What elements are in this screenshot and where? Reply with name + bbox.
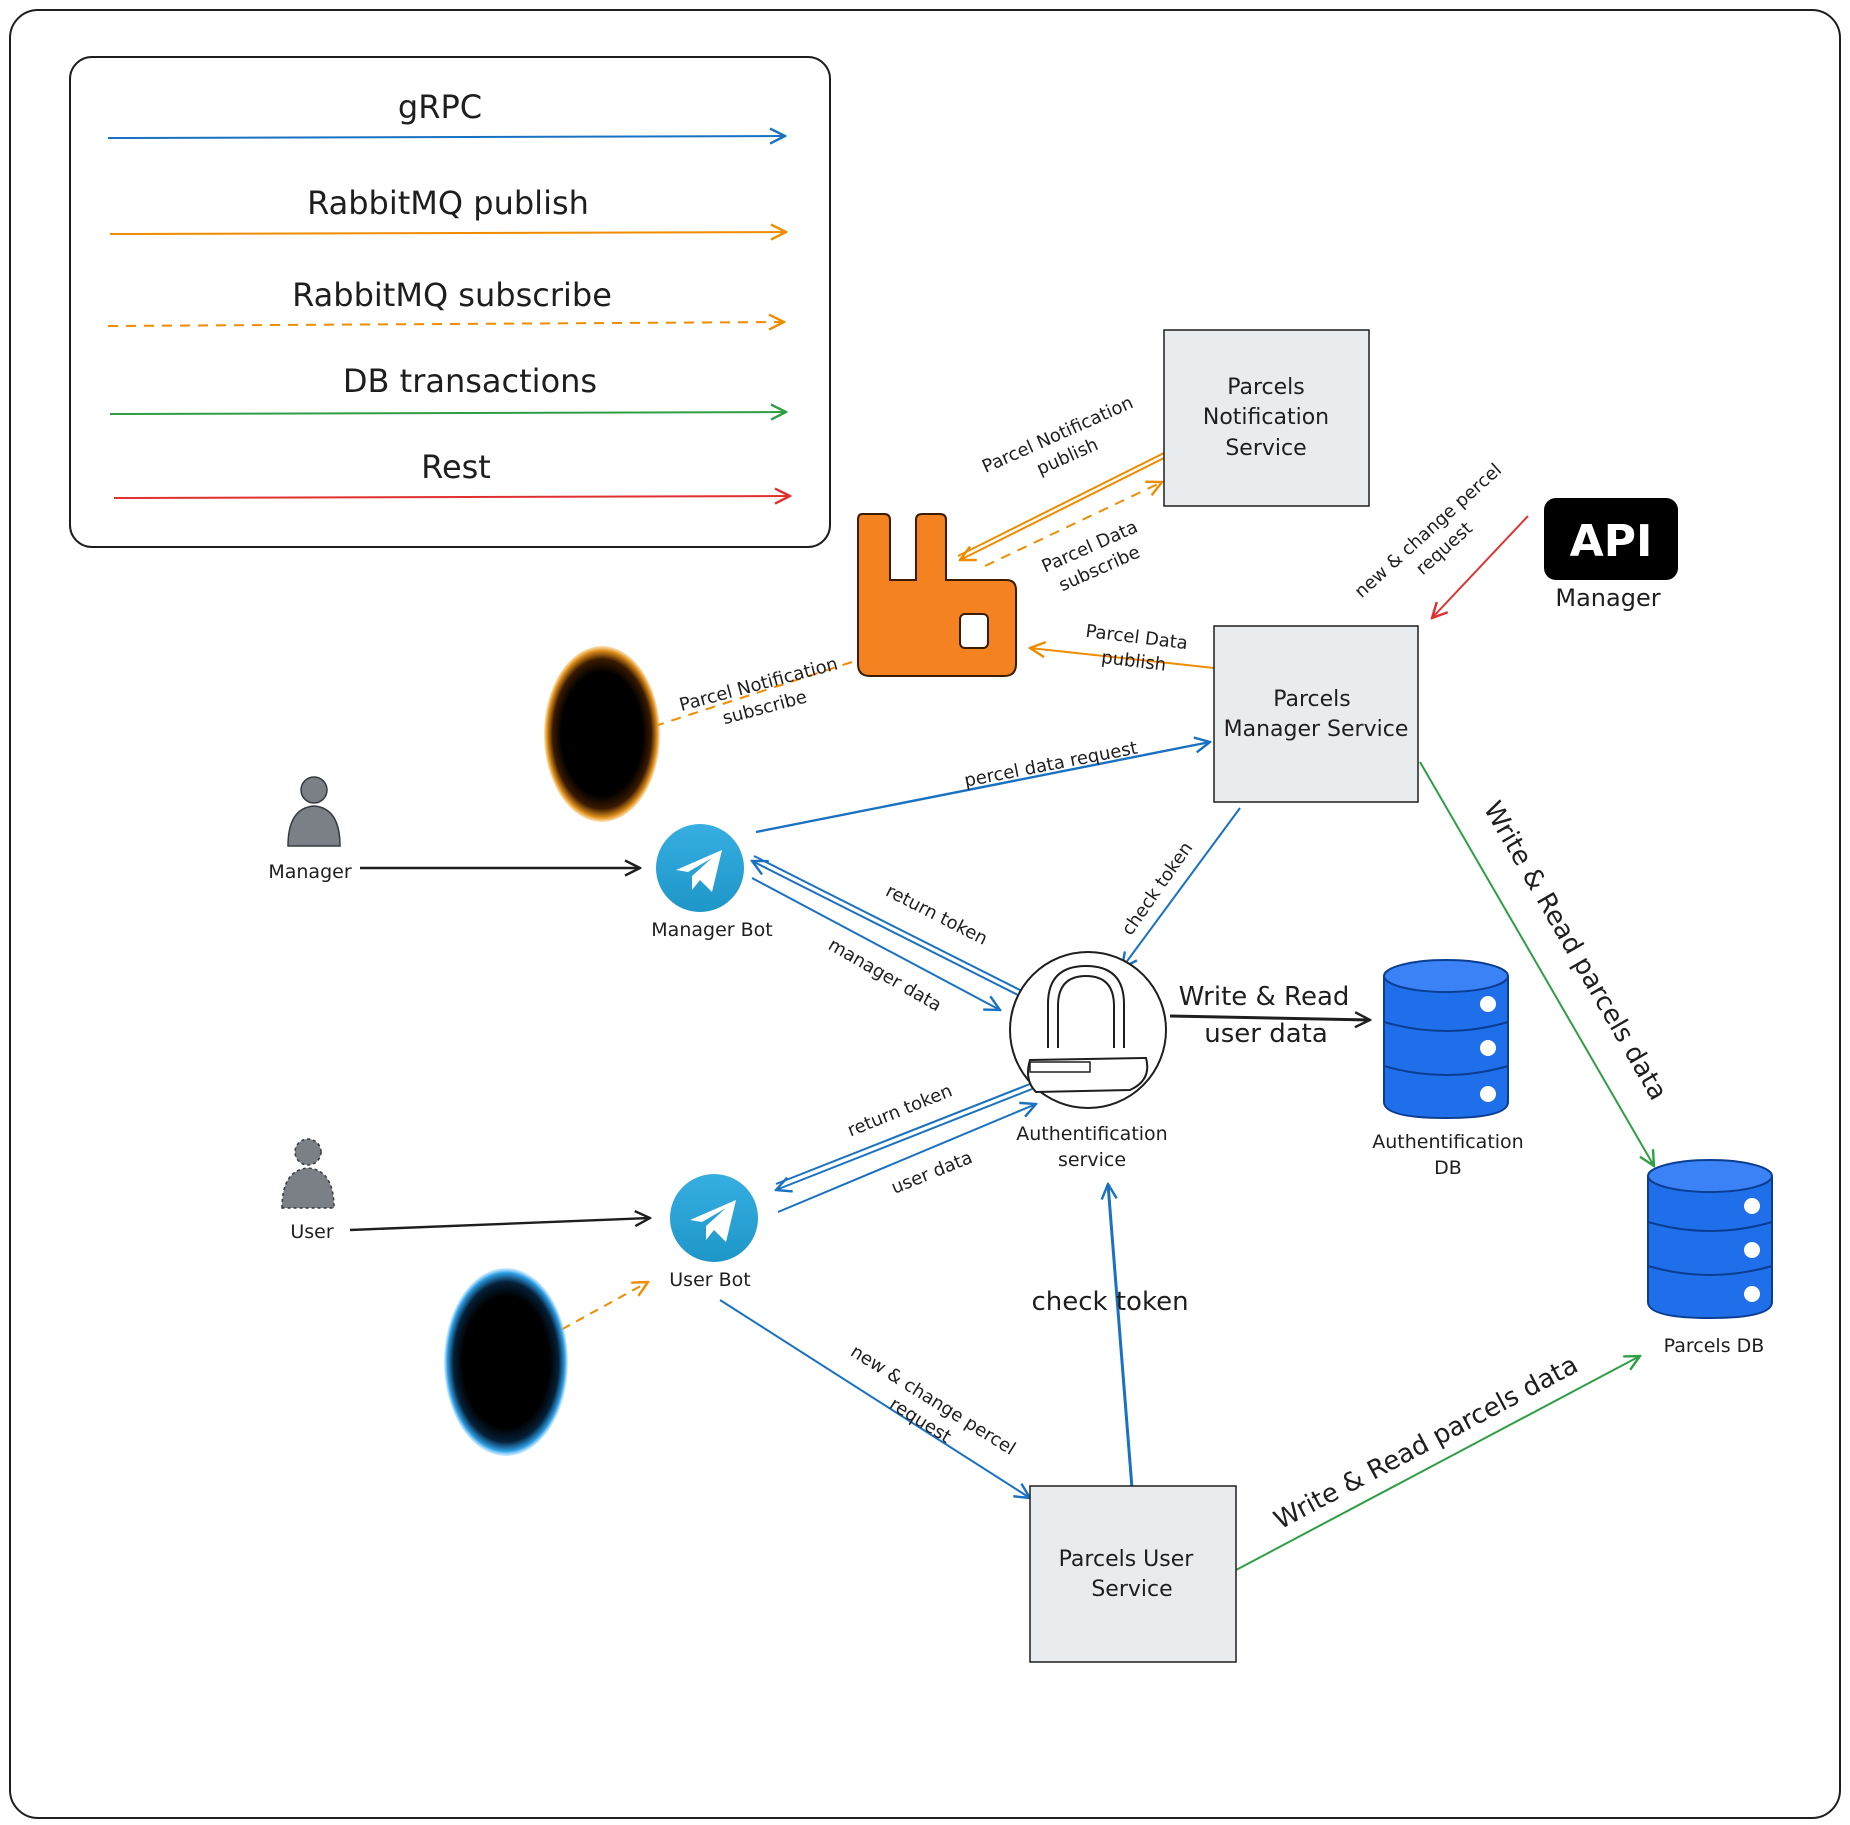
orange-portal-icon [544, 646, 660, 822]
user-person-node: User [281, 1138, 335, 1243]
user-bot-node[interactable]: User Bot [669, 1174, 758, 1291]
edge-write-read-parcels-manager [1419, 761, 1654, 1166]
node-user-service[interactable]: Parcels User Service [1029, 1485, 1237, 1663]
api-manager-node[interactable]: API Manager [1544, 498, 1678, 612]
edge-user-data [777, 1104, 1036, 1213]
manager-person-node: Manager [268, 776, 352, 883]
legend-label-rabbit-publish: RabbitMQ publish [307, 184, 589, 222]
user-bot-label: User Bot [669, 1269, 750, 1291]
edge-write-read-user [1169, 1016, 1370, 1020]
edge-percel-data-request [755, 742, 1210, 834]
edge-data-subscribe [984, 482, 1162, 567]
manager-bot-label: Manager Bot [651, 919, 772, 941]
telegram-icon [670, 1174, 758, 1262]
user-person-icon [294, 1138, 322, 1166]
edge-user-to-bot [349, 1218, 650, 1232]
node-notification-service-line3: Service [1225, 436, 1306, 461]
legend-arrow-db [109, 412, 786, 414]
api-manager-label: Manager [1555, 584, 1660, 612]
rabbitmq-logo-icon [857, 513, 1017, 677]
node-manager-service-line1: Parcels [1273, 687, 1351, 712]
node-notification-service[interactable]: Parcels Notification Service [1163, 329, 1370, 507]
database-icon [1647, 1159, 1773, 1320]
edge-check-token-manager [1122, 807, 1241, 968]
node-notification-service-line2: Notification [1203, 405, 1329, 430]
user-person-label: User [290, 1221, 333, 1243]
node-user-service-line1: Parcels User [1059, 1547, 1195, 1572]
edge-return-token-user [776, 1083, 1033, 1190]
edge-label-write-read-user-1: Write & Read [1179, 982, 1350, 1012]
legend-arrow-rabbit-publish [109, 232, 786, 234]
auth-service-label-2: service [1058, 1149, 1126, 1171]
auth-service-label-1: Authentification [1016, 1123, 1167, 1145]
edge-portal-to-user-bot [505, 1282, 648, 1361]
manager-bot-node[interactable]: Manager Bot [651, 824, 773, 941]
edge-label-write-read-user-2: user data [1204, 1019, 1328, 1049]
blue-portal-icon [444, 1268, 568, 1456]
legend-label-rest: Rest [421, 448, 491, 486]
edge-label-check-token-user: check token [1031, 1287, 1188, 1317]
legend-arrow-rabbit-subscribe [107, 322, 784, 326]
auth-db-node[interactable]: Authentification DB [1372, 959, 1524, 1179]
node-user-service-line2: Service [1091, 1577, 1172, 1602]
legend-label-rabbit-subscribe: RabbitMQ subscribe [292, 276, 612, 314]
manager-person-label: Manager [268, 861, 351, 883]
manager-person-icon [300, 776, 328, 804]
edge-api-request [1432, 515, 1529, 618]
node-manager-service[interactable]: Parcels Manager Service [1213, 625, 1419, 803]
node-manager-service-line2: Manager Service [1224, 717, 1409, 742]
legend: gRPC RabbitMQ publish RabbitMQ subscribe… [69, 56, 831, 548]
edge-user-request [719, 1299, 1030, 1498]
parcels-db-node[interactable]: Parcels DB [1647, 1159, 1773, 1357]
node-notification-service-line1: Parcels [1227, 375, 1305, 400]
legend-label-db: DB transactions [343, 362, 597, 400]
api-badge-icon [1544, 498, 1678, 580]
auth-db-label-2: DB [1434, 1157, 1462, 1179]
auth-service-node[interactable]: Authentification service [1009, 951, 1168, 1171]
edge-manager-data [751, 877, 1000, 1010]
edge-check-token-user [1108, 1184, 1134, 1489]
legend-arrow-grpc [107, 136, 785, 138]
database-icon [1383, 959, 1509, 1120]
api-badge-text: API [1570, 516, 1653, 567]
legend-label-grpc: gRPC [398, 88, 482, 126]
auth-db-label-1: Authentification [1372, 1131, 1523, 1153]
legend-box [69, 56, 831, 548]
edge-notif-publish [957, 451, 1167, 560]
parcels-db-label: Parcels DB [1664, 1335, 1765, 1357]
telegram-icon [656, 824, 744, 912]
edge-write-read-parcels-user [1235, 1356, 1640, 1571]
edge-data-publish [1030, 648, 1215, 669]
edge-return-token-manager [752, 855, 1021, 996]
legend-arrow-rest [113, 496, 790, 498]
